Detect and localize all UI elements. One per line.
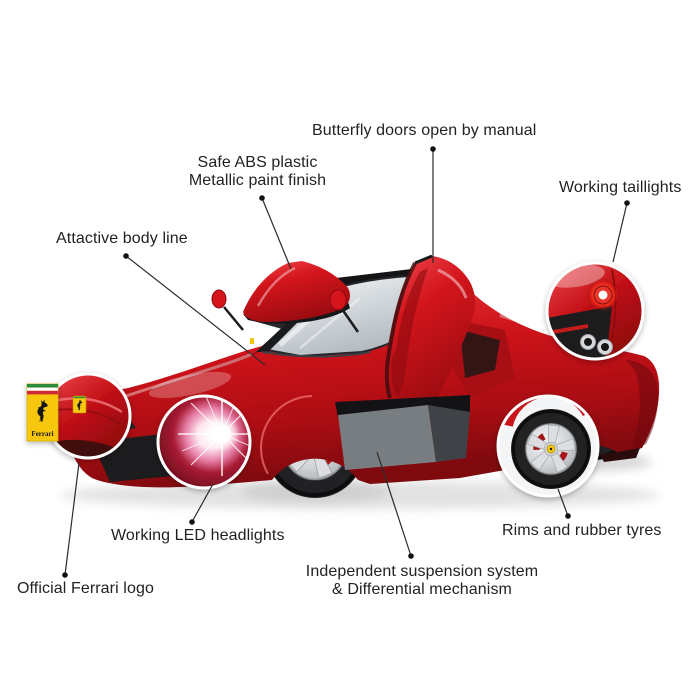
callout-suspension-line1: Independent suspension system <box>305 563 539 580</box>
badge-stripe-green <box>27 384 58 388</box>
callout-taillights-label: Working taillights <box>559 179 682 196</box>
badge-stripe-red <box>27 390 58 395</box>
butterfly-door-left <box>243 261 350 324</box>
side-mirror-left <box>211 289 244 331</box>
callout-safe-abs-line1: Safe ABS plastic <box>197 154 318 171</box>
callout-line-rims <box>557 488 569 517</box>
taillight-inset <box>545 261 645 361</box>
logo-inset <box>44 372 132 460</box>
ferrari-badge: Ferrari <box>26 383 59 442</box>
callout-safe-abs-label: Safe ABS plastic Metallic paint finish <box>160 154 355 190</box>
callout-safe-abs-line2: Metallic paint finish <box>188 172 327 189</box>
callout-ferrari-logo-label: Official Ferrari logo <box>17 580 154 597</box>
badge-stripe-white <box>27 387 58 391</box>
chassis-sill <box>335 395 640 470</box>
callout-rims-label: Rims and rubber tyres <box>502 522 662 539</box>
fender-shield-icon <box>250 338 254 344</box>
callout-line-body-line <box>125 255 266 366</box>
badge-brand-text: Ferrari <box>31 430 53 438</box>
butterfly-door-right <box>384 254 476 410</box>
callout-body-line-label: Attactive body line <box>56 230 188 247</box>
callout-butterfly-doors-label: Butterfly doors open by manual <box>312 122 537 139</box>
mini-shield-icon <box>72 395 87 414</box>
taillight-glow <box>586 278 620 312</box>
callout-headlights-label: Working LED headlights <box>111 527 285 544</box>
callout-suspension-label: Independent suspension system & Differen… <box>302 563 542 599</box>
callout-line-safe-abs <box>261 197 292 270</box>
callout-line-headlights <box>191 483 214 523</box>
callout-dots <box>62 146 630 578</box>
callout-line-suspension <box>376 451 412 557</box>
exhaust-pipes-icon <box>580 334 613 355</box>
callout-suspension-line2: & Differential mechanism <box>332 581 512 598</box>
side-mirror-right <box>329 289 360 333</box>
headlight-inset <box>156 394 252 490</box>
callout-line-taillights <box>612 202 628 263</box>
callout-line-logo <box>64 462 80 576</box>
callout-lines <box>64 149 628 576</box>
